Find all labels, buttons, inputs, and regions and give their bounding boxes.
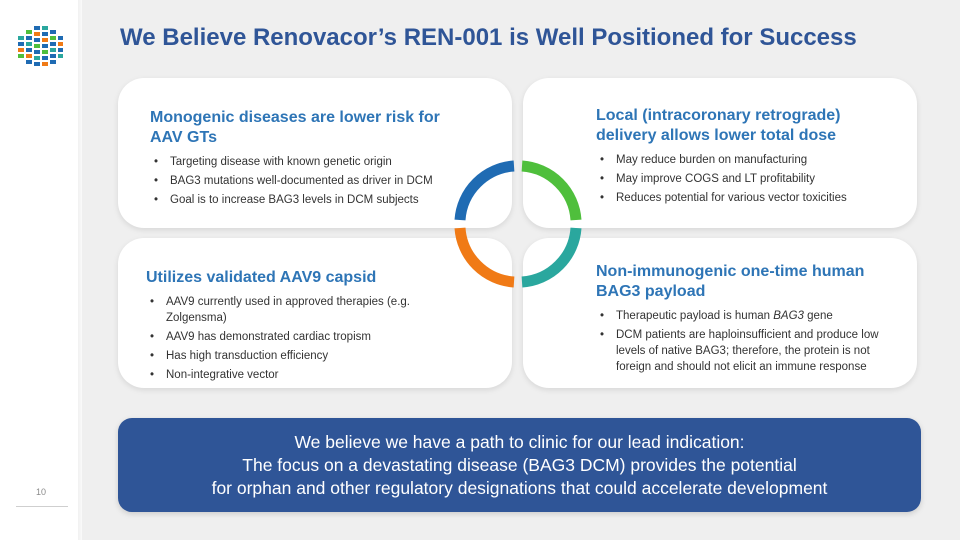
list-item: AAV9 currently used in approved therapie… bbox=[146, 294, 446, 326]
left-sidebar: 10 bbox=[0, 0, 82, 540]
heading-line: delivery allows lower total dose bbox=[596, 127, 837, 144]
list-item: AAV9 has demonstrated cardiac tropism bbox=[146, 329, 446, 345]
sidebar-shadow bbox=[78, 0, 84, 540]
card-aav9-capsid: Utilizes validated AAV9 capsid AAV9 curr… bbox=[118, 238, 512, 388]
card-heading: Local (intracoronary retrograde) deliver… bbox=[596, 106, 906, 146]
list-item: Non-integrative vector bbox=[146, 367, 446, 383]
ring-segment-green bbox=[521, 160, 582, 221]
segmented-ring-graphic bbox=[454, 160, 582, 288]
company-logo bbox=[18, 26, 63, 66]
banner-line: We believe we have a path to clinic for … bbox=[294, 431, 745, 452]
page-divider bbox=[16, 506, 68, 507]
summary-banner: We believe we have a path to clinic for … bbox=[118, 418, 921, 512]
card-heading: Non-immunogenic one-time human BAG3 payl… bbox=[596, 262, 896, 302]
list-item: Therapeutic payload is human BAG3 gene bbox=[596, 308, 896, 324]
bullet-list: AAV9 currently used in approved therapie… bbox=[146, 294, 446, 383]
list-item: Has high transduction efficiency bbox=[146, 348, 446, 364]
card-monogenic-diseases: Monogenic diseases are lower risk for AA… bbox=[118, 78, 512, 228]
card-local-delivery: Local (intracoronary retrograde) deliver… bbox=[523, 78, 917, 228]
banner-line: for orphan and other regulatory designat… bbox=[211, 477, 828, 498]
list-item: Reduces potential for various vector tox… bbox=[596, 190, 906, 206]
bullet-list: Targeting disease with known genetic ori… bbox=[150, 154, 490, 208]
gene-name: BAG3 bbox=[773, 310, 804, 322]
page-number: 10 bbox=[35, 487, 46, 497]
bullet-text: gene bbox=[803, 310, 833, 322]
heading-line: Non-immunogenic one-time human bbox=[596, 263, 865, 280]
list-item: BAG3 mutations well-documented as driver… bbox=[150, 173, 490, 189]
banner-line: The focus on a devastating disease (BAG3… bbox=[242, 454, 797, 475]
list-item: May reduce burden on manufacturing bbox=[596, 152, 906, 168]
heading-line: Monogenic diseases are lower risk for bbox=[150, 109, 440, 126]
bullet-list: Therapeutic payload is human BAG3 gene D… bbox=[596, 308, 896, 375]
heading-line: BAG3 payload bbox=[596, 283, 706, 300]
list-item: Targeting disease with known genetic ori… bbox=[150, 154, 490, 170]
card-heading: Monogenic diseases are lower risk for AA… bbox=[150, 108, 490, 148]
list-item: May improve COGS and LT profitability bbox=[596, 171, 906, 187]
ring-segment-teal bbox=[521, 227, 582, 288]
list-item: Goal is to increase BAG3 levels in DCM s… bbox=[150, 192, 490, 208]
bullet-text: Therapeutic payload is human bbox=[616, 310, 774, 322]
card-heading: Utilizes validated AAV9 capsid bbox=[146, 269, 377, 286]
card-bag3-payload: Non-immunogenic one-time human BAG3 payl… bbox=[523, 238, 917, 388]
list-item: DCM patients are haploinsufficient and p… bbox=[596, 327, 896, 375]
bullet-list: May reduce burden on manufacturing May i… bbox=[596, 152, 906, 206]
heading-line: AAV GTs bbox=[150, 129, 217, 146]
slide-title: We Believe Renovacor’s REN-001 is Well P… bbox=[120, 24, 857, 51]
ring-segment-orange bbox=[454, 227, 515, 288]
heading-line: Local (intracoronary retrograde) bbox=[596, 107, 841, 124]
ring-segment-blue bbox=[454, 160, 515, 221]
